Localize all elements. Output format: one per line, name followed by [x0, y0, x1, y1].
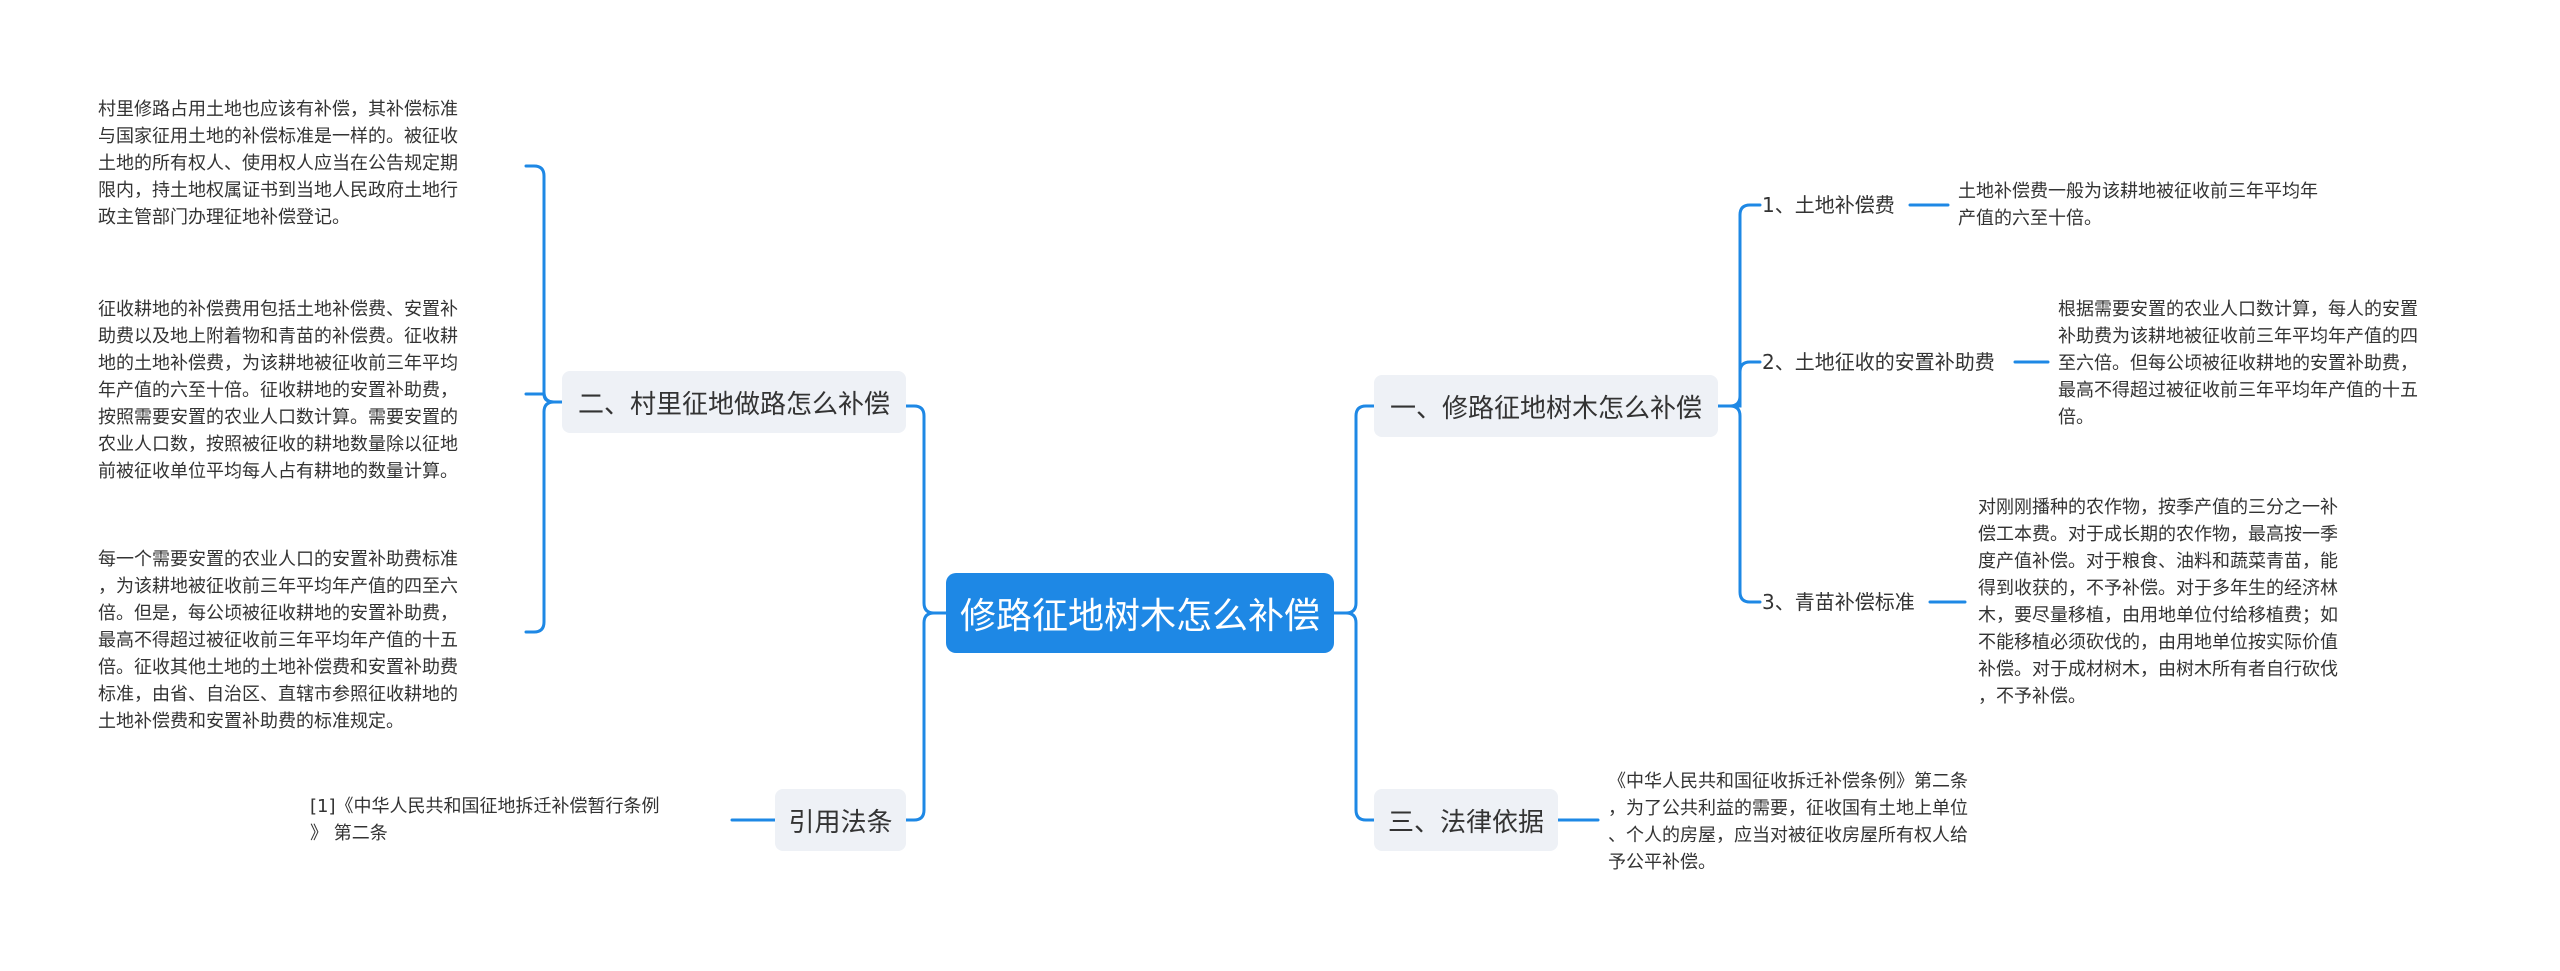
- branch-label: 引用法条: [788, 807, 893, 838]
- leaf-text-resettlement-subsidy[interactable]: 根据需要安置的农业人口数计算，每人的安置 补助费为该耕地被征收前三年平均年产值的…: [2058, 296, 2488, 431]
- branch-label: 二、村里征地做路怎么补偿: [577, 389, 890, 420]
- text-line: 倍。但是，每公顷被征收耕地的安置补助费，: [98, 603, 458, 624]
- sub-label: 1、土地补偿费: [1762, 193, 1895, 217]
- text-line: 倍。征收其他土地的土地补偿费和安置补助费: [98, 657, 458, 678]
- branch-label: 三、法律依据: [1387, 807, 1544, 838]
- branch-village-road-compensation[interactable]: 二、村里征地做路怎么补偿: [562, 371, 906, 433]
- text-line: 、个人的房屋，应当对被征收房屋所有权人给: [1608, 825, 1968, 846]
- text-line: 最高不得超过被征收前三年平均年产值的十五: [2058, 380, 2418, 401]
- text-line: 度产值补偿。对于粮食、油料和蔬菜青苗，能: [1978, 551, 2338, 572]
- text-line: 补助费为该耕地被征收前三年平均年产值的四: [2058, 326, 2418, 347]
- text-line: 倍。: [2058, 407, 2094, 428]
- text-line: 土地的所有权人、使用权人应当在公告规定期: [98, 153, 458, 174]
- text-line: 补偿。对于成材树木，由树木所有者自行砍伐: [1978, 659, 2338, 680]
- root-topic[interactable]: 修路征地树木怎么补偿: [946, 573, 1334, 653]
- sub-resettlement-subsidy[interactable]: 2、土地征收的安置补助费: [1762, 348, 1995, 376]
- root-topic-label: 修路征地树木怎么补偿: [959, 596, 1320, 637]
- text-line: 不能移植必须砍伐的，由用地单位按实际价值: [1978, 632, 2338, 653]
- text-line: 》 第二条: [310, 823, 388, 844]
- text-line: 得到收获的，不予补偿。对于多年生的经济林: [1978, 578, 2338, 599]
- text-line: ，不予补偿。: [1978, 686, 2086, 707]
- text-line: 产值的六至十倍。: [1958, 208, 2102, 229]
- text-line: 最高不得超过被征收前三年平均年产值的十五: [98, 630, 458, 651]
- text-line: 年产值的六至十倍。征收耕地的安置补助费，: [98, 380, 458, 401]
- text-line: 征收耕地的补偿费用包括土地补偿费、安置补: [98, 299, 458, 320]
- text-line: 前被征收单位平均每人占有耕地的数量计算。: [98, 461, 458, 482]
- text-line: 《中华人民共和国征收拆迁补偿条例》第二条: [1608, 771, 1968, 792]
- text-line: 限内，持土地权属证书到当地人民政府土地行: [98, 180, 458, 201]
- sub-label: 2、土地征收的安置补助费: [1762, 350, 1995, 374]
- text-line: [1]《中华人民共和国征地拆迁补偿暂行条例: [310, 796, 660, 817]
- leaf-text-land-compensation[interactable]: 土地补偿费一般为该耕地被征收前三年平均年 产值的六至十倍。: [1958, 178, 2388, 232]
- leaf-text-legal-basis[interactable]: 《中华人民共和国征收拆迁补偿条例》第二条 ，为了公共利益的需要，征收国有土地上单…: [1608, 768, 2038, 876]
- text-line: 根据需要安置的农业人口数计算，每人的安置: [2058, 299, 2418, 320]
- sub-label: 3、青苗补偿标准: [1762, 590, 1915, 614]
- text-line: ，为了公共利益的需要，征收国有土地上单位: [1608, 798, 1968, 819]
- sub-young-crop-compensation[interactable]: 3、青苗补偿标准: [1762, 588, 1915, 616]
- sub-land-compensation-fee[interactable]: 1、土地补偿费: [1762, 191, 1895, 219]
- leaf-text-young-crop[interactable]: 对刚刚播种的农作物，按季产值的三分之一补 偿工本费。对于成长期的农作物，最高按一…: [1978, 494, 2408, 710]
- branch-road-tree-compensation[interactable]: 一、修路征地树木怎么补偿: [1374, 375, 1718, 437]
- branch-label: 一、修路征地树木怎么补偿: [1389, 393, 1702, 424]
- leaf-text-cited-law[interactable]: [1]《中华人民共和国征地拆迁补偿暂行条例 》 第二条: [310, 793, 730, 847]
- text-line: 至六倍。但每公顷被征收耕地的安置补助费，: [2058, 353, 2418, 374]
- text-line: 予公平补偿。: [1608, 852, 1716, 873]
- text-line: 村里修路占用土地也应该有补偿，其补偿标准: [98, 99, 458, 120]
- leaf-text-village-road-2[interactable]: 征收耕地的补偿费用包括土地补偿费、安置补 助费以及地上附着物和青苗的补偿费。征收…: [98, 296, 528, 485]
- text-line: 标准，由省、自治区、直辖市参照征收耕地的: [98, 684, 458, 705]
- branch-legal-basis[interactable]: 三、法律依据: [1374, 789, 1558, 851]
- text-line: 政主管部门办理征地补偿登记。: [98, 207, 350, 228]
- text-line: 与国家征用土地的补偿标准是一样的。被征收: [98, 126, 458, 147]
- text-line: ，为该耕地被征收前三年平均年产值的四至六: [98, 576, 458, 597]
- text-line: 助费以及地上附着物和青苗的补偿费。征收耕: [98, 326, 458, 347]
- text-line: 农业人口数，按照被征收的耕地数量除以征地: [98, 434, 458, 455]
- text-line: 土地补偿费一般为该耕地被征收前三年平均年: [1958, 181, 2318, 202]
- text-line: 按照需要安置的农业人口数计算。需要安置的: [98, 407, 458, 428]
- text-line: 木，要尽量移植，由用地单位付给移植费；如: [1978, 605, 2338, 626]
- text-line: 对刚刚播种的农作物，按季产值的三分之一补: [1978, 497, 2338, 518]
- leaf-text-village-road-1[interactable]: 村里修路占用土地也应该有补偿，其补偿标准 与国家征用土地的补偿标准是一样的。被征…: [98, 96, 528, 231]
- text-line: 每一个需要安置的农业人口的安置补助费标准: [98, 549, 458, 570]
- text-line: 土地补偿费和安置补助费的标准规定。: [98, 711, 404, 732]
- text-line: 地的土地补偿费，为该耕地被征收前三年平均: [98, 353, 458, 374]
- branch-cited-law[interactable]: 引用法条: [775, 789, 906, 851]
- leaf-text-village-road-3[interactable]: 每一个需要安置的农业人口的安置补助费标准 ，为该耕地被征收前三年平均年产值的四至…: [98, 546, 528, 735]
- text-line: 偿工本费。对于成长期的农作物，最高按一季: [1978, 524, 2338, 545]
